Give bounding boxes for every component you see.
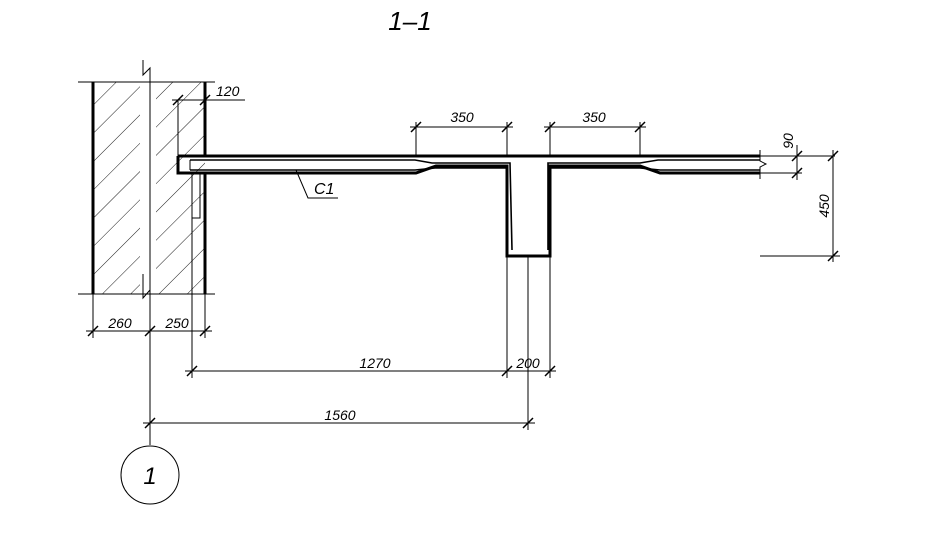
dim-span-chain (185, 218, 556, 378)
dim-haunch-left (410, 121, 513, 156)
dim-haunch-right (544, 121, 646, 156)
dim-axis-to-rib-label: 1560 (324, 407, 355, 423)
dim-wall-chain (86, 294, 212, 338)
rebar-mark: С1 (314, 181, 334, 198)
slab (176, 150, 768, 258)
dim-rib-height-label: 450 (816, 194, 832, 218)
dim-slab-thickness (760, 145, 835, 180)
dim-slab-bearing (172, 94, 245, 156)
dim-wall-thickness-label: 260 (107, 315, 132, 331)
wall-section (78, 60, 215, 315)
dim-slab-bearing-label: 120 (216, 83, 240, 99)
section-title: 1–1 (388, 6, 431, 36)
dim-axis-to-rib (143, 256, 535, 430)
dim-slab-thickness-label: 90 (780, 133, 796, 149)
dim-span-label: 1270 (359, 355, 390, 371)
dim-haunch-left-label: 350 (450, 109, 474, 125)
rebar-c1 (189, 159, 760, 251)
axis-bubble (120, 445, 180, 505)
dim-haunch-right-label: 350 (582, 109, 606, 125)
dim-rib-height (760, 150, 840, 262)
axis-number: 1 (143, 463, 156, 490)
dim-wall-offset-label: 250 (164, 315, 189, 331)
